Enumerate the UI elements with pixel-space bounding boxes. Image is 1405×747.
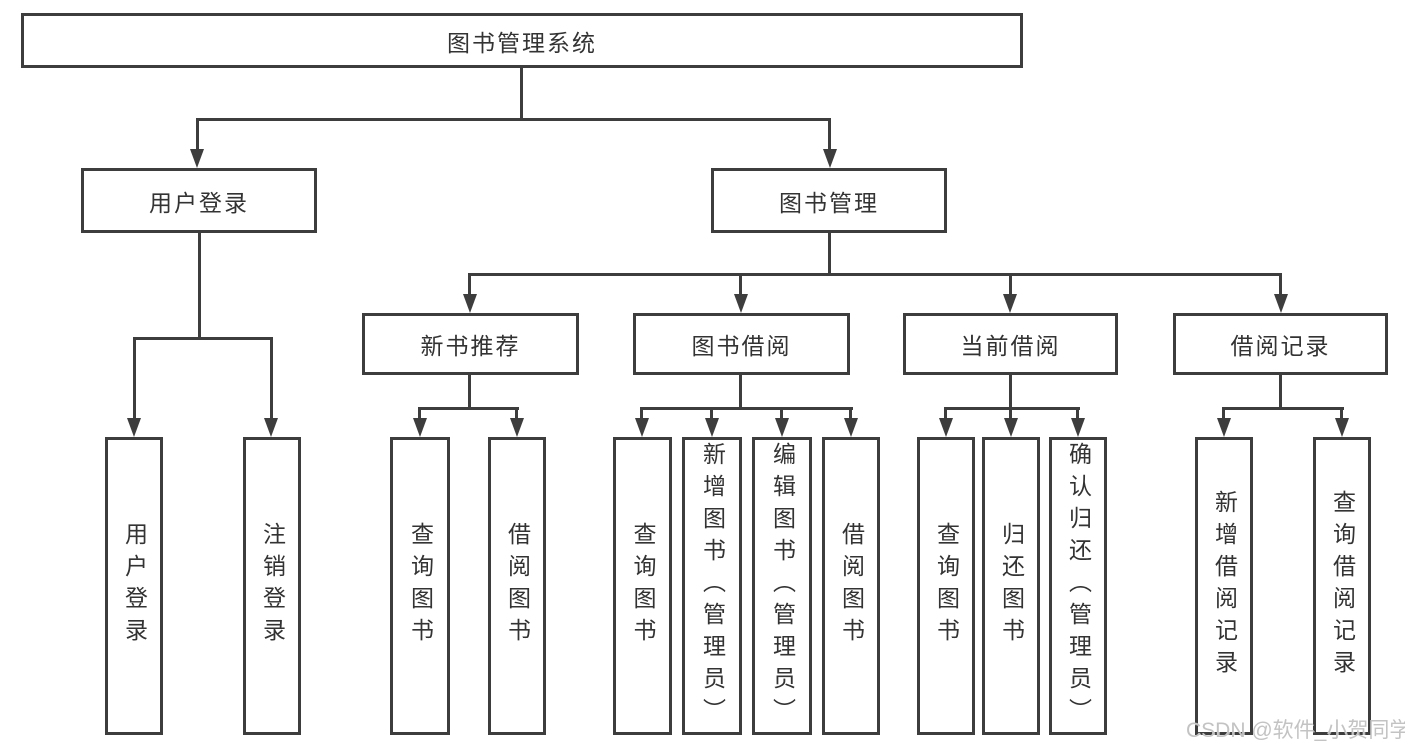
leaf-br-query-record-label: 查询借阅记录 (1329, 490, 1356, 682)
node-book-borrow: 图书借阅 (633, 313, 850, 375)
leaf-nb-borrow-books-label: 借阅图书 (504, 522, 531, 650)
leaf-br-add-record: 新增借阅记录 (1195, 437, 1253, 735)
leaf-nb-borrow-books: 借阅图书 (488, 437, 546, 735)
leaf-bb-add-books-admin-label: 新增图书（管理员） (699, 442, 726, 730)
arrow-to-borrow-records (1274, 294, 1288, 313)
node-current-borrow: 当前借阅 (903, 313, 1118, 375)
connector-current-borrow-rail (944, 407, 1080, 410)
leaf-bb-query-books-label: 查询图书 (630, 522, 656, 650)
arrow-bb-borrow (844, 418, 858, 437)
leaf-bb-query-books: 查询图书 (613, 437, 672, 735)
connector-book-mgmt-rail (468, 273, 1282, 276)
connector-to-borrow-records (1279, 273, 1282, 295)
leaf-cb-confirm-return-admin-label: 确认归还（管理员） (1065, 442, 1092, 730)
arrow-cb-query (939, 418, 953, 437)
connector-root-rail (196, 118, 831, 121)
connector-new-book-rail (418, 407, 519, 410)
connector-bb-borrow (849, 407, 852, 419)
connector-to-logout (270, 337, 273, 419)
arrow-to-user-login (190, 149, 204, 168)
arrow-to-new-book (463, 294, 477, 313)
leaf-bb-edit-books-admin: 编辑图书（管理员） (752, 437, 812, 735)
leaf-cb-query-books-label: 查询图书 (933, 522, 960, 650)
node-book-management-label: 图书管理 (779, 189, 879, 216)
leaf-bb-edit-books-admin-label: 编辑图书（管理员） (769, 442, 796, 730)
node-user-login: 用户登录 (81, 168, 317, 233)
leaf-user-login-label: 用户登录 (121, 522, 148, 650)
connector-new-book-stem (468, 375, 471, 407)
connector-bb-edit (780, 407, 783, 419)
node-library-system: 图书管理系统 (21, 13, 1023, 68)
leaf-bb-borrow-books: 借阅图书 (822, 437, 880, 735)
arrow-to-login (127, 418, 141, 437)
arrow-to-logout (264, 418, 278, 437)
node-user-login-label: 用户登录 (149, 189, 249, 216)
leaf-user-login: 用户登录 (105, 437, 163, 735)
connector-nb-borrow (515, 407, 518, 419)
connector-bb-query (640, 407, 643, 419)
connector-borrow-records-stem (1279, 375, 1282, 407)
leaf-cb-return-books-label: 归还图书 (998, 522, 1025, 650)
connector-to-login (133, 337, 136, 419)
csdn-watermark: CSDN @软件_小贺同学 (1186, 719, 1405, 742)
connector-cb-return (1009, 407, 1012, 419)
arrow-nb-borrow (510, 418, 524, 437)
arrow-to-book-management (823, 149, 837, 168)
leaf-nb-query-books-label: 查询图书 (407, 522, 434, 650)
node-borrow-records-label: 借阅记录 (1230, 333, 1331, 359)
connector-cb-confirm (1076, 407, 1079, 419)
node-borrow-records: 借阅记录 (1173, 313, 1388, 375)
node-current-borrow-label: 当前借阅 (960, 333, 1061, 359)
connector-to-user-login (196, 118, 199, 150)
arrow-br-add (1217, 418, 1231, 437)
connector-to-book-borrow (739, 273, 742, 295)
connector-to-current-borrow (1009, 273, 1012, 295)
arrow-bb-add (705, 418, 719, 437)
connector-book-borrow-rail (640, 407, 853, 410)
connector-cb-query (944, 407, 947, 419)
connector-current-borrow-stem (1009, 375, 1012, 407)
node-new-book-recommend: 新书推荐 (362, 313, 579, 375)
connector-user-login-rail (133, 337, 273, 340)
connector-bb-add (710, 407, 713, 419)
leaf-bb-add-books-admin: 新增图书（管理员） (682, 437, 742, 735)
leaf-logout: 注销登录 (243, 437, 301, 735)
connector-to-book-management (828, 118, 831, 150)
arrow-cb-confirm (1071, 418, 1085, 437)
leaf-cb-return-books: 归还图书 (982, 437, 1040, 735)
leaf-br-add-record-label: 新增借阅记录 (1211, 490, 1238, 682)
arrow-bb-query (635, 418, 649, 437)
arrow-br-query (1335, 418, 1349, 437)
connector-borrow-records-rail (1222, 407, 1344, 410)
connector-br-query (1340, 407, 1343, 419)
node-book-management: 图书管理 (711, 168, 947, 233)
leaf-logout-label: 注销登录 (259, 522, 286, 650)
connector-book-mgmt-stem (828, 233, 831, 273)
arrow-bb-edit (775, 418, 789, 437)
arrow-cb-return (1004, 418, 1018, 437)
leaf-nb-query-books: 查询图书 (390, 437, 450, 735)
connector-to-new-book (468, 273, 471, 295)
connector-root-stem (520, 68, 523, 118)
connector-nb-query (418, 407, 421, 419)
connector-book-borrow-stem (739, 375, 742, 407)
leaf-cb-query-books: 查询图书 (917, 437, 975, 735)
leaf-bb-borrow-books-label: 借阅图书 (838, 522, 865, 650)
node-new-book-recommend-label: 新书推荐 (420, 333, 521, 359)
arrow-to-current-borrow (1003, 294, 1017, 313)
connector-user-login-stem (198, 233, 201, 337)
connector-br-add (1222, 407, 1225, 419)
leaf-cb-confirm-return-admin: 确认归还（管理员） (1049, 437, 1107, 735)
arrow-to-book-borrow (734, 294, 748, 313)
node-book-borrow-label: 图书借阅 (691, 333, 792, 359)
arrow-nb-query (413, 418, 427, 437)
leaf-br-query-record: 查询借阅记录 (1313, 437, 1371, 735)
node-library-system-label: 图书管理系统 (447, 29, 597, 56)
